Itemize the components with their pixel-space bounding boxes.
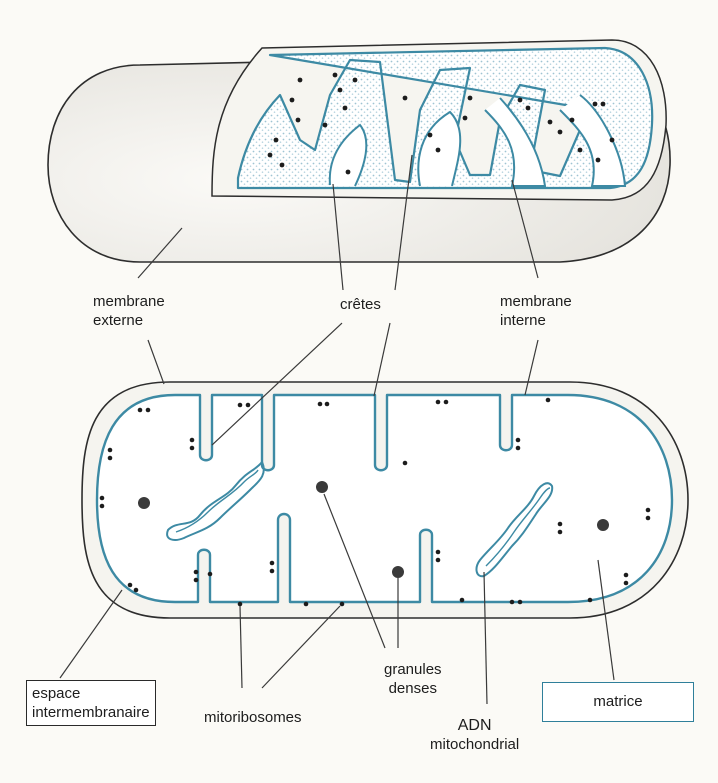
label-membrane-externe-line2: externe bbox=[93, 311, 165, 330]
label-granules-denses: granules denses bbox=[384, 660, 442, 698]
label-espace-line1: espace bbox=[32, 684, 150, 703]
mitochondrion-section-view bbox=[82, 382, 688, 618]
label-membrane-externe: membrane externe bbox=[93, 292, 165, 330]
label-mitoribosomes-text: mitoribosomes bbox=[204, 708, 302, 727]
leader-espace bbox=[60, 590, 122, 678]
label-membrane-interne-line1: membrane bbox=[500, 292, 572, 311]
label-mitoribosomes: mitoribosomes bbox=[204, 708, 302, 727]
mitochondrion-3d-view bbox=[48, 40, 670, 262]
label-adn-mitochondrial: ADN mitochondrial bbox=[430, 716, 519, 754]
dense-granule bbox=[316, 481, 328, 493]
label-matrice-text: matrice bbox=[543, 683, 693, 721]
label-membrane-externe-line1: membrane bbox=[93, 292, 165, 311]
label-granules-line2: denses bbox=[384, 679, 442, 698]
label-adn-line1: ADN bbox=[430, 716, 519, 735]
label-espace-line2: intermembranaire bbox=[32, 703, 150, 722]
label-adn-line2: mitochondrial bbox=[430, 735, 519, 754]
label-matrice: matrice bbox=[542, 682, 694, 722]
label-membrane-interne-line2: interne bbox=[500, 311, 572, 330]
leader-membrane-externe-bottom bbox=[148, 340, 164, 384]
dense-granule bbox=[392, 566, 404, 578]
label-cretes: crêtes bbox=[340, 295, 381, 314]
label-espace-intermembranaire: espace intermembranaire bbox=[26, 680, 156, 726]
label-cretes-text: crêtes bbox=[340, 295, 381, 314]
dense-granule bbox=[597, 519, 609, 531]
dense-granule bbox=[138, 497, 150, 509]
label-granules-line1: granules bbox=[384, 660, 442, 679]
label-membrane-interne: membrane interne bbox=[500, 292, 572, 330]
